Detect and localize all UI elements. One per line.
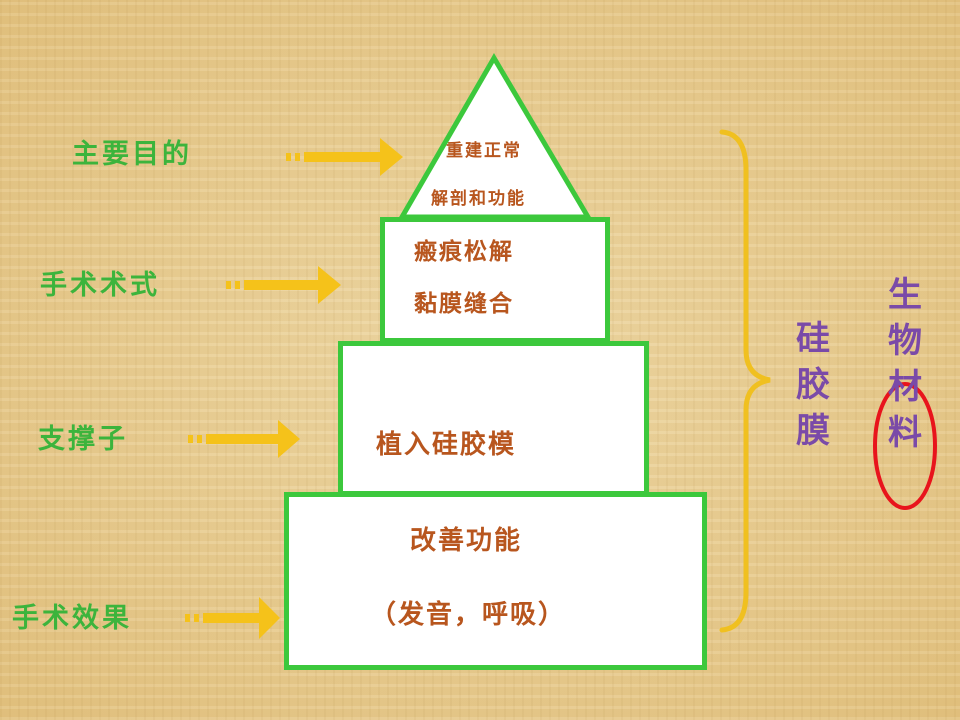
- apex-text-line1: 重建正常: [446, 141, 522, 161]
- arrow-right-icon: [188, 420, 300, 458]
- label-surgical-method: 手术术式: [40, 270, 160, 301]
- pyramid-tier-3: [338, 341, 649, 496]
- label-support: 支撑子: [38, 424, 128, 455]
- silicone-char: 胶: [796, 365, 830, 405]
- arrow-right-icon: [226, 266, 341, 304]
- silicone-char: 硅: [796, 319, 830, 359]
- biomaterial-char: 材: [888, 367, 922, 407]
- tier2-text-line1: 瘢痕松解: [414, 239, 514, 265]
- pyramid-tier-2: [380, 217, 610, 343]
- arrow-right-icon: [185, 597, 280, 639]
- biomaterial-char: 物: [888, 321, 922, 361]
- curly-brace-icon: [719, 129, 771, 633]
- highlight-oval: [873, 382, 937, 510]
- biomaterial-label: 生 物 材 料: [882, 272, 928, 456]
- tier2-text-line2: 黏膜缝合: [414, 291, 514, 317]
- label-surgical-effect: 手术效果: [12, 603, 132, 634]
- tier4-text-line1: 改善功能: [410, 526, 523, 556]
- apex-text-line2: 解剖和功能: [431, 189, 526, 209]
- arrow-right-icon: [286, 138, 403, 176]
- biomaterial-char: 料: [888, 413, 922, 453]
- silicone-char: 膜: [796, 411, 830, 451]
- silicone-membrane-label: 硅 胶 膜: [790, 316, 836, 454]
- tier4-text-line2: （发音，呼吸）: [370, 600, 567, 630]
- pyramid-tier-4: [284, 492, 707, 670]
- tier3-text: 植入硅胶模: [376, 430, 517, 460]
- label-main-purpose: 主要目的: [72, 139, 192, 170]
- biomaterial-char: 生: [888, 275, 922, 315]
